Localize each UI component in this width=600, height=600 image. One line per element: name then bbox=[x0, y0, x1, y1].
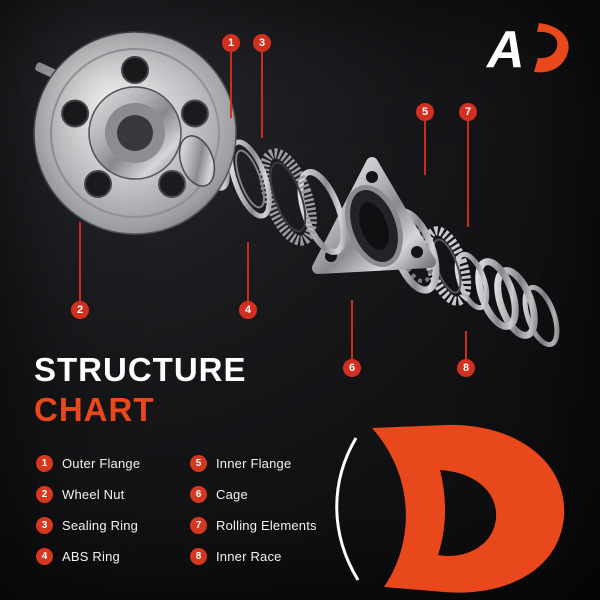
legend-number-badge: 1 bbox=[36, 455, 53, 472]
legend-number-badge: 4 bbox=[36, 548, 53, 565]
legend-number-badge: 5 bbox=[190, 455, 207, 472]
legend-label: Sealing Ring bbox=[62, 518, 139, 533]
callout-line-1 bbox=[230, 52, 232, 118]
callout-line-3 bbox=[261, 52, 263, 138]
legend-item-cage: 6 Cage bbox=[190, 479, 330, 510]
part-outer-flange bbox=[33, 31, 237, 235]
callout-line-6 bbox=[351, 300, 353, 359]
legend-item-sealing-ring: 3 Sealing Ring bbox=[36, 510, 176, 541]
callout-line-7 bbox=[467, 121, 469, 227]
title-line-2: CHART bbox=[34, 391, 155, 428]
title-line-1: STRUCTURE bbox=[34, 351, 247, 388]
ring-end bbox=[522, 284, 560, 348]
exploded-diagram bbox=[33, 31, 560, 348]
legend: 1 Outer Flange 2 Wheel Nut 3 Sealing Rin… bbox=[36, 448, 330, 572]
callout-line-4 bbox=[247, 242, 249, 301]
brand-logo-letter: A bbox=[485, 21, 525, 76]
legend-item-inner-race: 8 Inner Race bbox=[190, 541, 330, 572]
callout-4: 4 bbox=[239, 301, 257, 319]
callout-1: 1 bbox=[222, 34, 240, 52]
legend-item-abs-ring: 4 ABS Ring bbox=[36, 541, 176, 572]
d-mark-white-curve bbox=[335, 437, 360, 581]
legend-label: ABS Ring bbox=[62, 549, 120, 564]
callout-8: 8 bbox=[457, 359, 475, 377]
part-inner-race bbox=[475, 258, 538, 339]
callout-line-5 bbox=[424, 121, 426, 175]
legend-item-rolling-elements: 7 Rolling Elements bbox=[190, 510, 330, 541]
legend-label: Outer Flange bbox=[62, 456, 141, 471]
legend-number-badge: 8 bbox=[190, 548, 207, 565]
callout-6: 6 bbox=[343, 359, 361, 377]
legend-number-badge: 3 bbox=[36, 517, 53, 534]
legend-number-badge: 7 bbox=[190, 517, 207, 534]
legend-label: Wheel Nut bbox=[62, 487, 125, 502]
legend-label: Inner Race bbox=[216, 549, 282, 564]
brand-d-mark bbox=[335, 424, 565, 593]
d-mark-red-shape bbox=[372, 424, 565, 593]
legend-item-wheel-nut: 2 Wheel Nut bbox=[36, 479, 176, 510]
callout-2: 2 bbox=[71, 301, 89, 319]
title-block: STRUCTURE CHART bbox=[34, 350, 247, 430]
brand-logo: A bbox=[485, 21, 569, 76]
legend-item-outer-flange: 1 Outer Flange bbox=[36, 448, 176, 479]
legend-number-badge: 6 bbox=[190, 486, 207, 503]
part-abs-ring bbox=[259, 148, 317, 246]
legend-number-badge: 2 bbox=[36, 486, 53, 503]
callout-7: 7 bbox=[459, 103, 477, 121]
callout-5: 5 bbox=[416, 103, 434, 121]
legend-label: Rolling Elements bbox=[216, 518, 317, 533]
legend-item-inner-flange: 5 Inner Flange bbox=[190, 448, 330, 479]
legend-label: Inner Flange bbox=[216, 456, 292, 471]
brand-logo-red-mark bbox=[534, 23, 569, 73]
part-sealing-ring bbox=[228, 139, 272, 219]
legend-label: Cage bbox=[216, 487, 248, 502]
callout-3: 3 bbox=[253, 34, 271, 52]
callout-line-2 bbox=[79, 222, 81, 301]
callout-line-8 bbox=[465, 331, 467, 359]
